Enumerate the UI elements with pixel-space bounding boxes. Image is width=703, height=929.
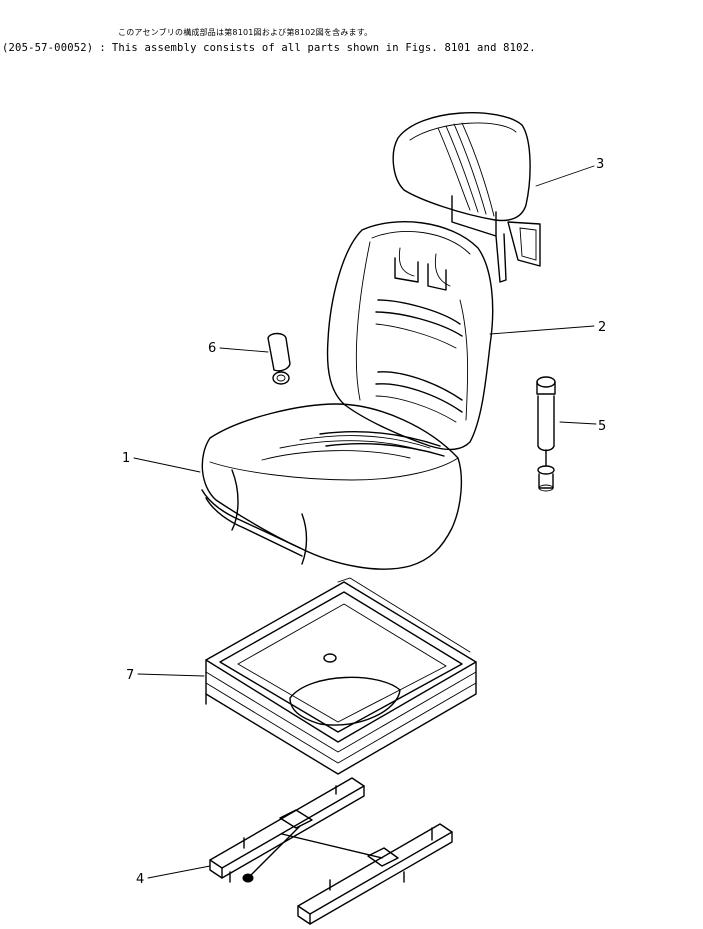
leader-lines — [133, 165, 597, 879]
suspension-base-part-7 — [205, 577, 477, 775]
callout-2: 2 — [598, 320, 606, 335]
callout-6: 6 — [208, 341, 216, 356]
callout-7: 7 — [126, 668, 134, 683]
knob-part-6 — [267, 332, 291, 385]
callout-5: 5 — [598, 419, 606, 434]
header-note-japanese: このアセンブリの構成部品は第8101図および第8102図を含みます。 — [118, 28, 373, 37]
callout-4: 4 — [136, 872, 144, 887]
header-separator: : — [99, 42, 106, 54]
slide-rails-part-4 — [209, 777, 453, 925]
callout-3: 3 — [596, 157, 604, 172]
damper-part-5 — [536, 376, 556, 492]
backrest-part-2 — [326, 221, 494, 451]
callout-1: 1 — [122, 451, 130, 466]
seat-cushion-part-1 — [201, 403, 463, 570]
assembly-part-number: (205-57-00052) — [2, 42, 94, 54]
headrest-part-3 — [392, 112, 541, 283]
header-note-english: (205-57-00052): This assembly consists of… — [2, 42, 542, 54]
assembly-note: This assembly consists of all parts show… — [111, 42, 536, 54]
